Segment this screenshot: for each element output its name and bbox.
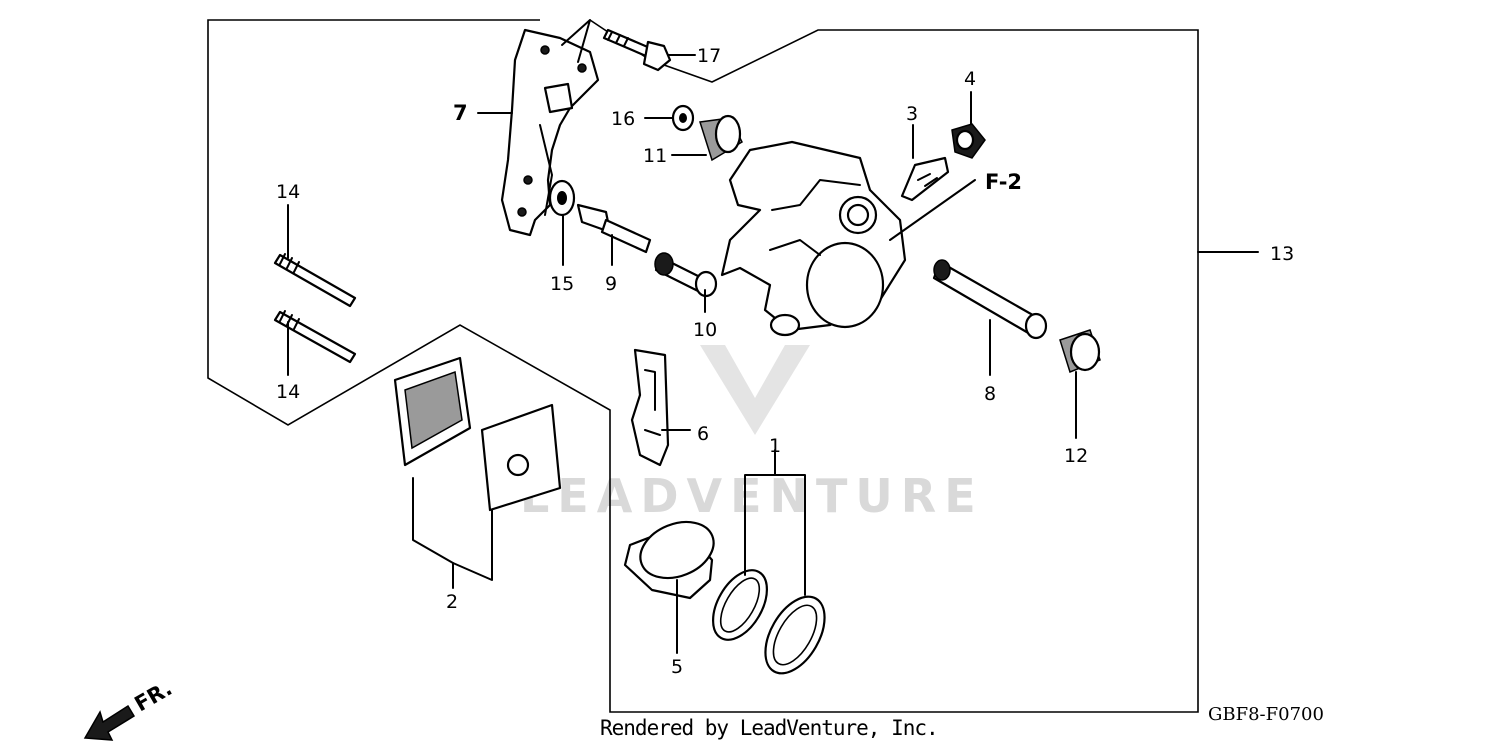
callout-14-lower: 14 (276, 381, 300, 403)
callout-14-upper: 14 (276, 181, 300, 203)
boot-part-12 (1059, 329, 1101, 373)
front-direction-arrow-icon (83, 704, 136, 741)
footer-credit: Rendered by LeadVenture, Inc. (600, 716, 939, 740)
bolt-part-17 (602, 28, 672, 72)
brake-pad-set-part-2 (393, 356, 562, 512)
watermark-text: LEADVENTURE (520, 469, 984, 523)
boot-part-11 (699, 114, 743, 162)
watermark: LEADVENTURE (520, 345, 984, 523)
callout-6: 6 (697, 423, 709, 445)
callout-13: 13 (1270, 243, 1294, 265)
callout-5: 5 (671, 656, 683, 678)
callout-12: 12 (1064, 445, 1088, 467)
front-direction-label: FR. (131, 676, 177, 716)
diagram-code: GBF8-F0700 (1208, 704, 1324, 725)
pad-spring-part-6 (630, 348, 670, 467)
sleeve-part-10 (654, 252, 718, 298)
reference-f2: F-2 (985, 170, 1022, 194)
slide-pin-part-8 (932, 259, 1048, 340)
callout-8: 8 (984, 383, 996, 405)
piston-part-5 (623, 520, 715, 600)
callout-9: 9 (605, 273, 617, 295)
callout-1: 1 (769, 435, 781, 457)
callout-4: 4 (964, 68, 976, 90)
washer-part-16 (671, 104, 695, 132)
callout-17: 17 (697, 45, 721, 67)
callout-10: 10 (693, 319, 717, 341)
bleeder-valve-part-3 (900, 156, 950, 202)
pin-bolt-part-9 (576, 203, 652, 254)
callout-16: 16 (611, 108, 635, 130)
bleeder-cap-part-4 (951, 123, 986, 159)
piston-seal-set-part-1 (711, 569, 826, 675)
assembly-outline (207, 19, 1199, 713)
pad-pin-upper-part-14 (273, 253, 357, 308)
callout-11: 11 (643, 145, 667, 167)
bracket-part-7 (500, 28, 600, 237)
leader-lines (287, 19, 1259, 654)
callout-2: 2 (446, 591, 458, 613)
washer-part-15 (548, 179, 576, 217)
callout-7: 7 (453, 101, 468, 125)
callout-3: 3 (906, 103, 918, 125)
callout-15: 15 (550, 273, 574, 295)
caliper-body (720, 140, 907, 337)
